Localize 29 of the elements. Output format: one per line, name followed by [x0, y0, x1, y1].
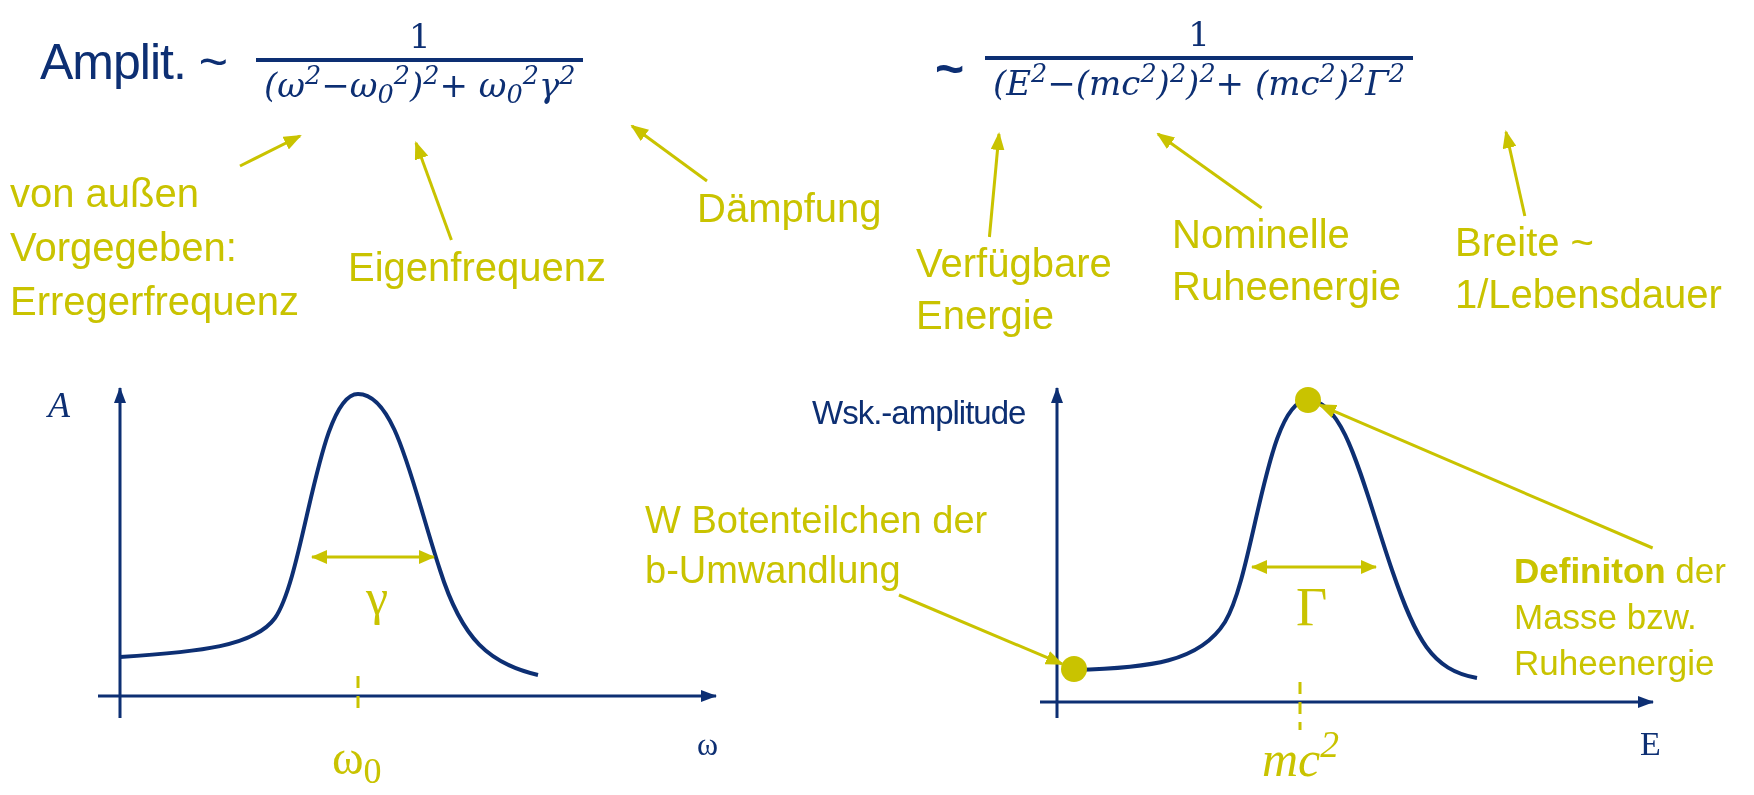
leader-arrow: [630, 124, 708, 183]
annotation-text: Nominelle Ruheenergie: [1172, 208, 1437, 312]
tick-label: ω$_{0}$: [332, 730, 382, 793]
formula-prefix: Amplit. ~: [40, 33, 227, 92]
axis-label: ω: [697, 725, 719, 764]
leader-arrow: [1318, 403, 1654, 550]
leader-arrow: [239, 134, 302, 168]
denominator: (E$^{2}$−(mc$^{2}$)$^{2}$)$^{2}$+ (mc$^{2}$)$^{2}$Γ$^{2}$: [992, 60, 1406, 105]
numerator: 1: [1188, 13, 1210, 56]
axis-label: Wsk.-amplitude: [812, 393, 1026, 433]
annotation-text: Eigenfrequenz: [348, 240, 638, 294]
axis-label: E: [1640, 724, 1661, 764]
leader-arrow: [1156, 132, 1263, 210]
annotation-text: Dämpfung: [697, 181, 897, 235]
formula-prefix: ~: [935, 44, 965, 94]
denominator: (ω$^{2}$−ω$_{0}$$^{2}$)$^{2}$+ ω$_{0}$$^{2}$γ$^{2}$: [263, 62, 577, 108]
tick-label: mc$^{2}$: [1262, 723, 1340, 789]
numerator: 1: [408, 15, 431, 58]
leader-arrow: [987, 132, 1005, 238]
annotation-text: Breite ~ 1/Lebensdauer: [1455, 216, 1745, 320]
width-label: Γ: [1296, 580, 1328, 634]
leader-arrow: [414, 141, 453, 241]
leader-arrow: [898, 593, 1064, 666]
annotation-text: Definiton der Masse bzw. Ruheenergie: [1514, 548, 1752, 686]
leader-arrow: [1502, 130, 1527, 217]
annotation-text: Verfügbare Energie: [916, 237, 1136, 341]
annotation-text: von außen Vorgegeben: Erregerfrequenz: [10, 166, 310, 328]
axis-label: A: [48, 384, 70, 427]
annotation-text: W Botenteilchen der b-Umwandlung: [645, 495, 1023, 595]
